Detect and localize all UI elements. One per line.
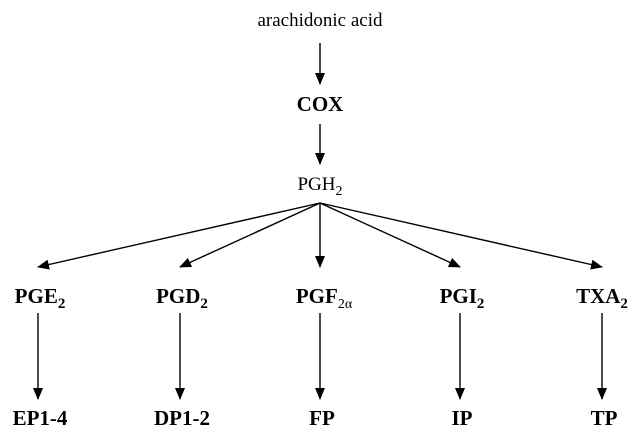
node-pge2-subscript: 2 xyxy=(58,296,66,312)
arrow-intermediate-to-pge2 xyxy=(37,202,321,270)
node-pgh2-base: PGH xyxy=(297,174,335,195)
node-pge2-base: PGE xyxy=(15,284,58,308)
node-pgd2: PGD2 xyxy=(156,284,208,312)
arrows-group xyxy=(33,43,607,400)
node-pgf2a-subscript: 2α xyxy=(338,297,353,312)
arrow-intermediate-to-pgd2 xyxy=(179,202,321,268)
receptor-ip: IP xyxy=(452,406,473,430)
node-pgi2-base: PGI xyxy=(440,284,477,308)
node-txa2-base: TXA xyxy=(576,284,621,308)
node-pgi2-subscript: 2 xyxy=(477,296,485,312)
node-pgi2: PGI2 xyxy=(440,284,485,312)
receptor-dp: DP1-2 xyxy=(154,406,210,430)
node-pgd2-subscript: 2 xyxy=(200,296,208,312)
node-pgf2a: PGF2α xyxy=(296,284,353,312)
node-cox: COX xyxy=(297,92,344,116)
node-pgd2-base: PGD xyxy=(156,284,200,308)
receptor-tp: TP xyxy=(591,406,618,430)
node-txa2-subscript: 2 xyxy=(620,296,628,312)
node-pgh2-subscript: 2 xyxy=(336,184,343,199)
arrow-intermediate-to-txa2 xyxy=(319,202,603,270)
node-pgh2: PGH2 xyxy=(297,174,342,199)
receptor-fp: FP xyxy=(309,406,335,430)
node-txa2: TXA2 xyxy=(576,284,628,312)
node-pge2: PGE2 xyxy=(15,284,66,312)
node-pgf2a-base: PGF xyxy=(296,284,338,308)
arrow-intermediate-to-pgi2 xyxy=(319,202,461,268)
node-arachidonic-acid: arachidonic acid xyxy=(257,10,383,31)
receptor-ep: EP1-4 xyxy=(13,406,68,430)
